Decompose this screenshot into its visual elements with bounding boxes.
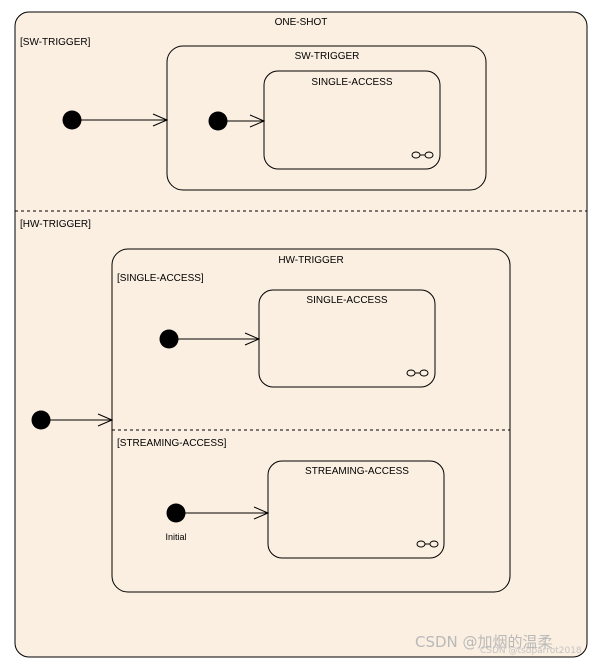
hw-streaming-initial-node: [166, 503, 186, 523]
sw-region-initial-node: [62, 110, 82, 130]
composite-icon: [406, 369, 429, 377]
arrowhead: [97, 413, 114, 427]
sw-single-access-state: [263, 70, 441, 170]
hw-region-guard: [HW-TRIGGER]: [20, 219, 91, 230]
hw-single-access-title: SINGLE-ACCESS: [306, 295, 387, 306]
one-shot-title: ONE-SHOT: [275, 17, 328, 28]
watermark-text: CSDN @加烟的温柔: [415, 633, 553, 651]
hw-single-initial-node: [159, 329, 179, 349]
composite-icon: [411, 151, 434, 159]
arrowhead: [253, 506, 270, 520]
sw-trigger-title: SW-TRIGGER: [295, 51, 360, 62]
hw-streaming-access-state: [267, 460, 445, 559]
hw-streaming-access-title: STREAMING-ACCESS: [305, 466, 409, 477]
hw-region-initial-node: [31, 410, 51, 430]
arrowhead: [244, 332, 261, 346]
sw-single-access-title: SINGLE-ACCESS: [311, 77, 392, 88]
sw-inner-initial-node: [208, 111, 228, 131]
composite-icon: [416, 540, 439, 548]
hw-streaming-region-guard: [STREAMING-ACCESS]: [117, 438, 227, 449]
sw-region-guard: [SW-TRIGGER]: [20, 37, 91, 48]
arrowhead: [249, 114, 266, 128]
initial-label: Initial: [165, 532, 186, 542]
watermark-small-text: CSDN @tsdparrot2018: [480, 646, 582, 656]
hw-single-region-guard: [SINGLE-ACCESS]: [117, 273, 204, 284]
arrowhead: [152, 113, 169, 127]
hw-trigger-title: HW-TRIGGER: [278, 255, 343, 266]
